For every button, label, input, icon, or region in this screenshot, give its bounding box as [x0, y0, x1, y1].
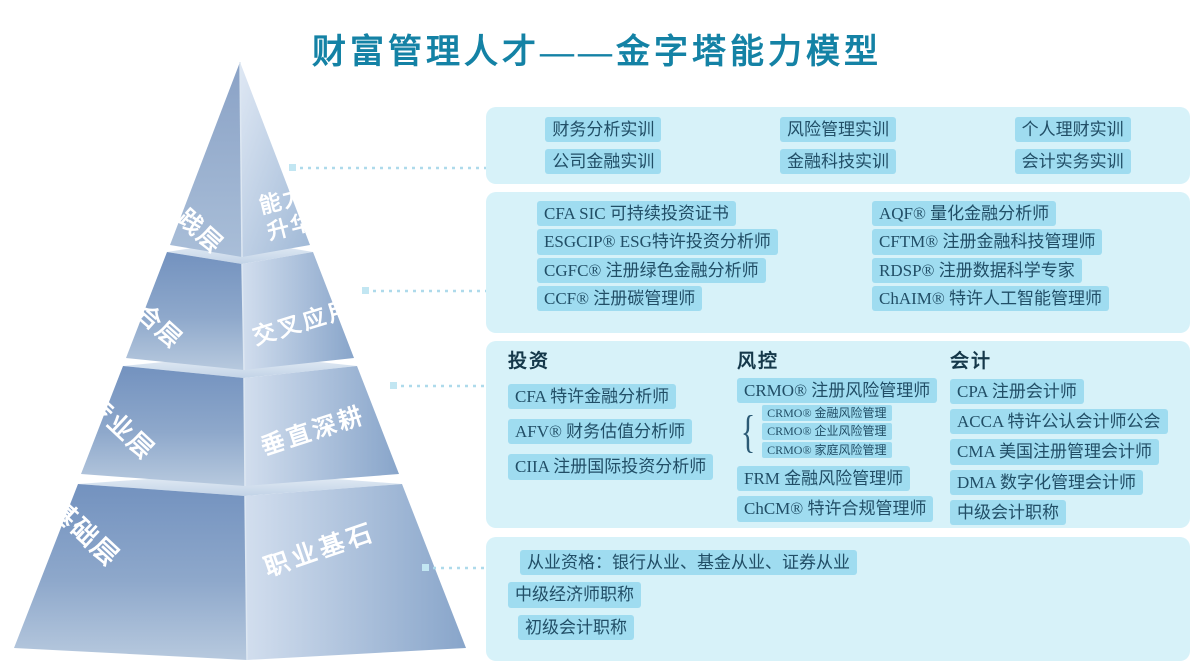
pyramid-tier2-ridge	[241, 263, 245, 371]
credential-chip: 中级会计职称	[950, 499, 1066, 525]
risk-subcategories: { CRMO® 金融风险管理 CRMO® 企业风险管理 CRMO® 家庭风险管理	[737, 405, 892, 459]
training-item: 金融科技实训	[779, 149, 896, 175]
connector-marker-4	[422, 564, 429, 571]
credential-chip: CFA SIC 可持续投资证书	[537, 201, 736, 227]
training-item: 公司金融实训	[545, 149, 662, 175]
qualification-item: 从业资格：银行从业、基金从业、证券从业	[520, 550, 857, 576]
pyramid-tier2-right-face	[242, 252, 354, 370]
credential-chip: CFA 特许金融分析师	[508, 383, 677, 409]
credential-chip: CCF® 注册碳管理师	[537, 285, 703, 311]
diagram-title: 财富管理人才——金字塔能力模型	[312, 34, 882, 71]
column-header-risk: 风控	[737, 351, 780, 372]
credential-chip: RDSP® 注册数据科学专家	[872, 257, 1082, 283]
pyramid-tier4-right-face	[245, 484, 466, 660]
pyramid-tier4-left-face	[14, 484, 247, 660]
credential-chip-small: CRMO® 企业风险管理	[762, 423, 892, 440]
qualification-item: 中级经济师职称	[508, 582, 641, 608]
credential-chip: ChAIM® 特许人工智能管理师	[872, 285, 1110, 311]
column-header-investment: 投资	[508, 351, 551, 372]
pyramid-tier4-ridge	[244, 495, 248, 661]
pyramid-tier3-ridge	[243, 377, 246, 487]
panel-fusion: CFA SIC 可持续投资证书 ESGCIP® ESG特许投资分析师 CGFC®…	[486, 192, 1190, 333]
column-header-accounting: 会计	[950, 351, 993, 372]
panel-practice: 财务分析实训 风险管理实训 个人理财实训 公司金融实训 金融科技实训 会计实务实…	[486, 107, 1190, 184]
connector-marker-2	[362, 287, 369, 294]
risk-column: 风控 CRMO® 注册风险管理师 { CRMO® 金融风险管理 CRMO® 企业…	[737, 350, 938, 522]
credential-chip: CMA 美国注册管理会计师	[950, 439, 1160, 465]
accounting-column: 会计 CPA 注册会计师 ACCA 特许公认会计师公会 CMA 美国注册管理会计…	[950, 350, 1168, 525]
credential-chip: ACCA 特许公认会计师公会	[950, 409, 1168, 435]
connector-marker-3	[390, 382, 397, 389]
credential-chip: CRMO® 注册风险管理师	[737, 377, 938, 403]
training-item: 风险管理实训	[779, 116, 896, 142]
training-item: 财务分析实训	[545, 116, 662, 142]
credential-chip: AFV® 财务估值分析师	[508, 419, 693, 445]
connector-marker-1	[289, 164, 296, 171]
pyramid-tier2-left-face	[126, 252, 244, 370]
qualification-item: 初级会计职称	[518, 614, 634, 640]
pyramid-tier3-right-face	[244, 366, 399, 486]
credential-chip: CFTM® 注册金融科技管理师	[872, 229, 1103, 255]
credential-chip: CPA 注册会计师	[950, 378, 1084, 404]
pyramid-tier1-left-face	[170, 62, 242, 257]
credential-chip: AQF® 量化金融分析师	[872, 201, 1057, 227]
fusion-left-column: CFA SIC 可持续投资证书 ESGCIP® ESG特许投资分析师 CGFC®…	[537, 201, 778, 311]
credential-chip-small: CRMO® 家庭风险管理	[762, 441, 892, 459]
credential-chip: ChCM® 特许合规管理师	[737, 496, 934, 522]
credential-chip-small: CRMO® 金融风险管理	[762, 405, 892, 422]
fusion-right-column: AQF® 量化金融分析师 CFTM® 注册金融科技管理师 RDSP® 注册数据科…	[872, 201, 1110, 311]
credential-chip: FRM 金融风险管理师	[737, 466, 911, 492]
credential-chip: CIIA 注册国际投资分析师	[508, 454, 714, 480]
brace-icon: {	[740, 405, 756, 457]
panel-foundation: 从业资格：银行从业、基金从业、证券从业 中级经济师职称 初级会计职称	[486, 537, 1190, 661]
pyramid-tier1-ridge	[239, 61, 243, 258]
training-item: 会计实务实训	[1014, 149, 1131, 175]
pyramid-tier1-right-face	[240, 62, 310, 257]
credential-chip: CGFC® 注册绿色金融分析师	[537, 257, 766, 283]
investment-column: 投资 CFA 特许金融分析师 AFV® 财务估值分析师 CIIA 注册国际投资分…	[508, 350, 714, 480]
panel-professional: 投资 CFA 特许金融分析师 AFV® 财务估值分析师 CIIA 注册国际投资分…	[486, 341, 1190, 528]
credential-chip: DMA 数字化管理会计师	[950, 469, 1143, 495]
risk-subcategory-list: CRMO® 金融风险管理 CRMO® 企业风险管理 CRMO® 家庭风险管理	[762, 405, 892, 459]
pyramid-tier3-left-face	[81, 366, 245, 486]
training-item: 个人理财实训	[1014, 116, 1131, 142]
credential-chip: ESGCIP® ESG特许投资分析师	[537, 229, 778, 255]
